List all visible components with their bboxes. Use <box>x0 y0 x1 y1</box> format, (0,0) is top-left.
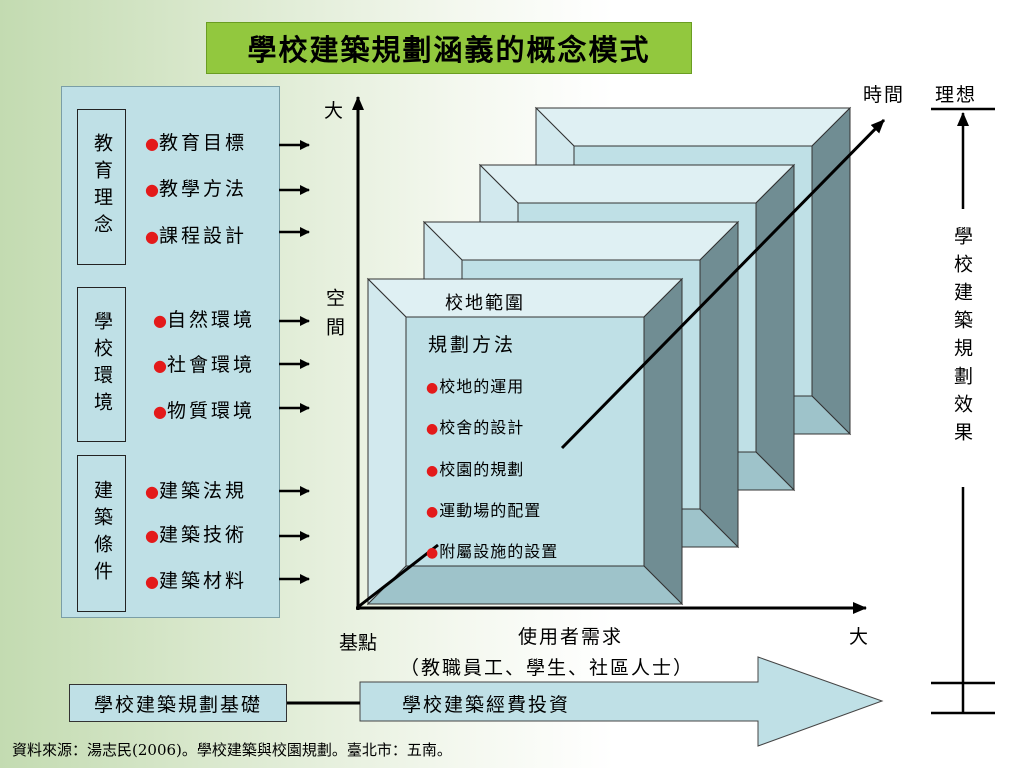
bullet-icon: ● <box>153 356 167 375</box>
bullet-icon: ● <box>426 380 440 396</box>
right-scale <box>931 107 995 715</box>
input-arrows <box>279 140 310 584</box>
list-item: ●建築技術 <box>145 524 247 546</box>
x-axis-sublabel: （教職員工、學生、社區人士） <box>400 657 695 679</box>
bullet-icon: ● <box>426 504 440 520</box>
list-item: ●課程設計 <box>145 225 247 247</box>
x-axis-max-label: 大 <box>849 626 869 648</box>
effect-vertical-label: 學校建築規劃效果 <box>951 226 973 450</box>
bullet-icon: ● <box>426 545 440 561</box>
list-item: ●附屬設施的設置 <box>426 542 559 561</box>
bullet-icon: ● <box>145 482 159 501</box>
bullet-icon: ● <box>426 421 440 437</box>
planning-method-label: 規劃方法 <box>428 334 517 356</box>
bullet-icon: ● <box>145 572 159 591</box>
bullet-icon: ● <box>426 463 440 479</box>
time-axis-lower <box>357 543 439 609</box>
bullet-icon: ● <box>145 134 159 153</box>
bevel-box-front <box>366 277 684 606</box>
group-education-box: 教育理念 <box>77 109 126 265</box>
list-item: ●自然環境 <box>153 309 255 331</box>
ideal-label: 理想 <box>935 84 978 106</box>
origin-label: 基點 <box>339 632 378 654</box>
page-title: 學校建築規劃涵義的概念模式 <box>206 22 692 74</box>
list-item: ●教育目標 <box>145 132 247 154</box>
investment-label: 學校建築經費投資 <box>402 694 571 716</box>
list-item: ●社會環境 <box>153 354 255 376</box>
time-axis <box>560 118 886 450</box>
investment-arrow <box>359 656 884 747</box>
group-environment-box: 學校環境 <box>77 287 126 442</box>
bullet-icon: ● <box>145 227 159 246</box>
group-building-box: 建築條件 <box>77 455 126 612</box>
bullet-icon: ● <box>153 402 167 421</box>
bullet-icon: ● <box>145 526 159 545</box>
time-label: 時間 <box>863 84 906 106</box>
bullet-icon: ● <box>145 180 159 199</box>
site-scope-label: 校地範圍 <box>445 293 525 314</box>
y-axis-label: 空間 <box>323 288 345 346</box>
list-item: ●運動場的配置 <box>426 501 542 520</box>
x-axis-label: 使用者需求 <box>518 626 624 648</box>
list-item: ●建築法規 <box>145 480 247 502</box>
list-item: ●校園的規劃 <box>426 460 525 479</box>
list-item: ●建築材料 <box>145 570 247 592</box>
list-item: ●校舍的設計 <box>426 418 525 437</box>
list-item: ●教學方法 <box>145 178 247 200</box>
list-item: ●校地的運用 <box>426 377 525 396</box>
source-note: 資料來源：湯志民(2006)。學校建築與校園規劃。臺北市：五南。 <box>12 741 452 759</box>
bullet-icon: ● <box>153 311 167 330</box>
list-item: ●物質環境 <box>153 400 255 422</box>
y-axis-max-label: 大 <box>324 100 344 122</box>
foundation-box: 學校建築規劃基礎 <box>69 684 287 722</box>
